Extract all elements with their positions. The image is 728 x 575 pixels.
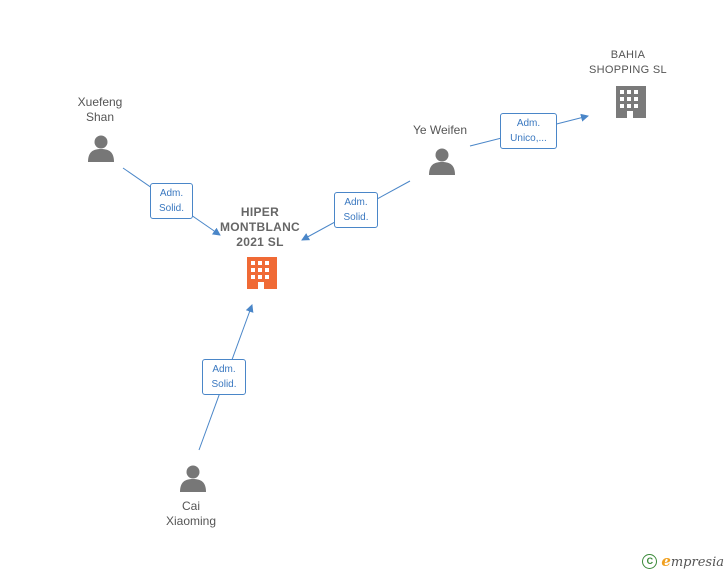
- person-name-line: Xiaoming: [165, 514, 217, 528]
- person-name-line: Cai: [181, 499, 200, 513]
- edge-label-xuefeng-hiper[interactable]: Adm. Solid.: [150, 183, 193, 219]
- person-name-line: Shan: [85, 110, 115, 124]
- brand-initial: e: [661, 552, 671, 570]
- edge-label-line: Adm.: [516, 118, 541, 129]
- company-name-line: HIPER: [240, 205, 280, 219]
- person-icon[interactable]: [429, 148, 455, 176]
- copyright-icon: C: [642, 553, 658, 569]
- edge-label-line: Adm.: [159, 188, 184, 199]
- edge-label-line: Adm.: [212, 364, 236, 375]
- edge-label-line: Solid.: [343, 212, 369, 223]
- building-icon[interactable]: [247, 257, 277, 289]
- edge-label-line: Solid.: [158, 203, 184, 214]
- edge-label-ye-hiper[interactable]: Adm. Solid.: [334, 192, 378, 228]
- company-name-line: 2021 SL: [236, 235, 284, 249]
- edge-label-line: Solid.: [211, 379, 237, 390]
- company-name-line: MONTBLANC: [219, 220, 301, 234]
- company-name-line: SHOPPING SL: [589, 64, 667, 76]
- person-name-line: Xuefeng: [77, 95, 123, 109]
- edge-label-line: Unico,...: [510, 133, 547, 144]
- brand-name: mpresia: [670, 555, 724, 570]
- company-label-bahia-shopping[interactable]: BAHIA SHOPPING SL: [578, 48, 678, 78]
- company-name-line: BAHIA: [610, 49, 646, 61]
- footer-brand: C empresia: [642, 552, 724, 570]
- person-name-line: Ye Weifen: [412, 123, 468, 137]
- edge-label-cai-hiper[interactable]: Adm. Solid.: [202, 359, 246, 395]
- person-label-ye-weifen[interactable]: Ye Weifen: [400, 123, 480, 138]
- person-icon[interactable]: [180, 465, 206, 493]
- edge-label-ye-bahia[interactable]: Adm. Unico,...: [500, 113, 557, 149]
- edge-label-line: Adm.: [344, 197, 368, 208]
- person-icon[interactable]: [88, 135, 114, 163]
- company-label-hiper-montblanc[interactable]: HIPER MONTBLANC 2021 SL: [210, 205, 310, 250]
- person-label-xuefeng-shan[interactable]: Xuefeng Shan: [60, 95, 140, 125]
- building-icon[interactable]: [616, 86, 646, 118]
- brand-logo: empresia: [661, 552, 724, 570]
- person-label-cai-xiaoming[interactable]: Cai Xiaoming: [150, 499, 232, 529]
